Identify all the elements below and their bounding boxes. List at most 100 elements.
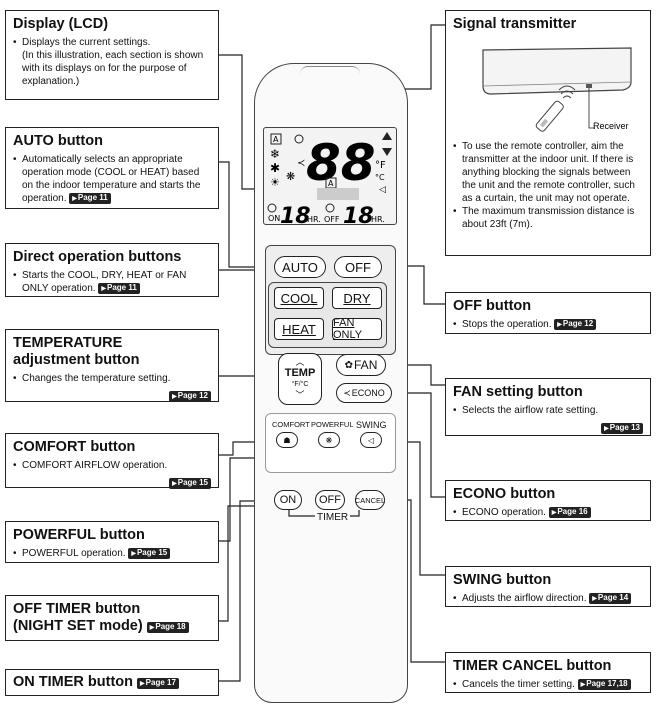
- indoor-unit-icon: [482, 47, 632, 95]
- temp-unit-label: °F/°C: [291, 381, 309, 388]
- temp-down-icon: ﹀: [295, 390, 305, 400]
- auto-title: AUTO button: [13, 133, 103, 149]
- swing-icon: ◁: [367, 435, 375, 445]
- temp-text: Changes the temperature setting.: [13, 372, 211, 385]
- offtimer-page-badge: ▶Page 18: [146, 622, 189, 633]
- fan-text: Selects the airflow rate setting.: [453, 404, 643, 417]
- powerful-text: POWERFUL operation.: [22, 548, 126, 559]
- leader-auto: [219, 161, 273, 268]
- ontimer-title: ON TIMER button ▶Page 17: [13, 674, 211, 691]
- comfort-label: COMFORT: [272, 420, 310, 429]
- temp-up-icon: ︿: [295, 357, 305, 367]
- auto-button[interactable]: AUTO: [274, 256, 326, 278]
- powerful-callout: POWERFUL button POWERFUL operation. ▶Pag…: [5, 521, 219, 563]
- timer-label: TIMER: [315, 512, 351, 523]
- comfort-icon: ☗: [283, 435, 291, 445]
- powerful-label: POWERFUL: [311, 420, 354, 429]
- signal-text-1: To use the remote controller, aim the tr…: [453, 140, 643, 205]
- svg-text:OFF: OFF: [324, 215, 340, 224]
- auto-page-badge: ▶Page 11: [69, 193, 111, 204]
- swing-button[interactable]: ◁: [360, 432, 382, 448]
- svg-text:❋: ❋: [286, 170, 295, 183]
- temperature-adjust-button[interactable]: ︿ TEMP °F/°C ﹀: [278, 353, 322, 405]
- svg-text:✱: ✱: [270, 161, 280, 175]
- indoor-unit-illustration: Receiver: [482, 47, 632, 132]
- cancel-page-badge: ▶Page 17,18: [577, 679, 631, 690]
- fan-page-badge: ▶Page 13: [601, 423, 643, 434]
- leader-econo: [392, 392, 445, 498]
- svg-text:18: 18: [280, 204, 311, 226]
- econo-button[interactable]: ≺ECONO: [336, 383, 392, 403]
- transmitter-tip: [300, 66, 360, 74]
- econo-callout: ECONO button ECONO operation. ▶Page 16: [445, 480, 651, 521]
- fan-icon: ✿: [344, 359, 354, 371]
- powerful-page-badge: ▶Page 15: [128, 548, 171, 559]
- svg-text:ON: ON: [268, 214, 280, 223]
- fan-setting-callout: FAN setting button Selects the airflow r…: [445, 378, 651, 436]
- dry-button[interactable]: DRY: [332, 287, 382, 309]
- temp-label: TEMP: [284, 367, 316, 379]
- display-text: Displays the current settings. (In this …: [13, 36, 211, 88]
- auto-callout: AUTO button Automatically selects an app…: [5, 127, 219, 209]
- comfort-callout: COMFORT button COMFORT AIRFLOW operation…: [5, 433, 219, 489]
- cancel-text: Cancels the timer setting.: [462, 679, 575, 690]
- direct-title: Direct operation buttons: [13, 249, 182, 265]
- direct-page-badge: ▶Page 11: [98, 283, 140, 294]
- svg-text:≺: ≺: [297, 158, 305, 169]
- offtimer-title: OFF TIMER button(NIGHT SET mode) ▶Page 1…: [13, 601, 211, 635]
- remote-small-icon: [535, 100, 564, 132]
- heat-button[interactable]: HEAT: [274, 318, 324, 340]
- signal-title: Signal transmitter: [453, 16, 577, 32]
- svg-text:A: A: [273, 135, 279, 144]
- swing-callout: SWING button Adjusts the airflow directi…: [445, 566, 651, 607]
- off-text: Stops the operation.: [462, 319, 552, 330]
- cancel-title: TIMER CANCEL button: [453, 658, 612, 674]
- display-title: Display (LCD): [13, 16, 109, 32]
- swing-title: SWING button: [453, 572, 552, 588]
- comfort-button[interactable]: ☗: [276, 432, 298, 448]
- powerful-icon: ❋: [325, 435, 333, 445]
- signal-text-2: The maximum transmission distance is abo…: [453, 205, 643, 231]
- off-timer-button[interactable]: OFF: [315, 490, 345, 510]
- comfort-page-badge: ▶Page 15: [169, 478, 211, 489]
- off-timer-callout: OFF TIMER button(NIGHT SET mode) ▶Page 1…: [5, 595, 219, 641]
- svg-text:A: A: [328, 179, 334, 188]
- svg-text:HR.: HR.: [371, 215, 385, 224]
- econo-title: ECONO button: [453, 486, 556, 502]
- svg-text:Receiver: Receiver: [593, 121, 629, 131]
- svg-text:HR.: HR.: [307, 215, 321, 224]
- svg-text:☀: ☀: [270, 176, 280, 189]
- svg-text:18: 18: [343, 204, 374, 226]
- comfort-title: COMFORT button: [13, 439, 136, 455]
- lcd-display: A ❄ ✱ ☀ ❋ ≺ 88 °F °C A ◁ ON 18 HR. OFF 1…: [263, 127, 397, 229]
- swing-text: Adjusts the airflow direction.: [462, 593, 587, 604]
- powerful-button[interactable]: ❋: [318, 432, 340, 448]
- econo-icon: ≺: [343, 387, 351, 398]
- fan-only-button[interactable]: FAN ONLY: [332, 317, 382, 341]
- on-timer-callout: ON TIMER button ▶Page 17: [5, 669, 219, 696]
- svg-text:◁: ◁: [379, 185, 386, 195]
- off-button[interactable]: OFF: [334, 256, 382, 278]
- fan-button[interactable]: ✿FAN: [336, 354, 386, 376]
- svg-text:°F: °F: [375, 160, 386, 171]
- swing-page-badge: ▶Page 14: [589, 593, 632, 604]
- direct-operation-callout: Direct operation buttons Starts the COOL…: [5, 243, 219, 297]
- ontimer-page-badge: ▶Page 17: [137, 678, 179, 689]
- off-title: OFF button: [453, 298, 532, 314]
- svg-text:❄: ❄: [270, 147, 280, 161]
- fan-title: FAN setting button: [453, 384, 583, 400]
- econo-page-badge: ▶Page 16: [548, 507, 591, 518]
- auto-text: Automatically selects an appropriate ope…: [22, 154, 201, 204]
- signal-transmitter-callout: Signal transmitter Receiver To use the r…: [445, 10, 651, 256]
- temp-page-badge: ▶Page 12: [169, 391, 211, 402]
- svg-text:°C: °C: [375, 173, 385, 182]
- cool-button[interactable]: COOL: [274, 287, 324, 309]
- display-callout: Display (LCD) Displays the current setti…: [5, 10, 219, 100]
- timer-cancel-button[interactable]: CANCEL: [355, 490, 385, 510]
- powerful-title: POWERFUL button: [13, 527, 145, 543]
- lcd-segments: A ❄ ✱ ☀ ❋ ≺ 88 °F °C A ◁ ON 18 HR. OFF 1…: [267, 132, 392, 229]
- on-timer-button[interactable]: ON: [274, 490, 302, 510]
- direct-text: Starts the COOL, DRY, HEAT or FAN ONLY o…: [22, 270, 187, 294]
